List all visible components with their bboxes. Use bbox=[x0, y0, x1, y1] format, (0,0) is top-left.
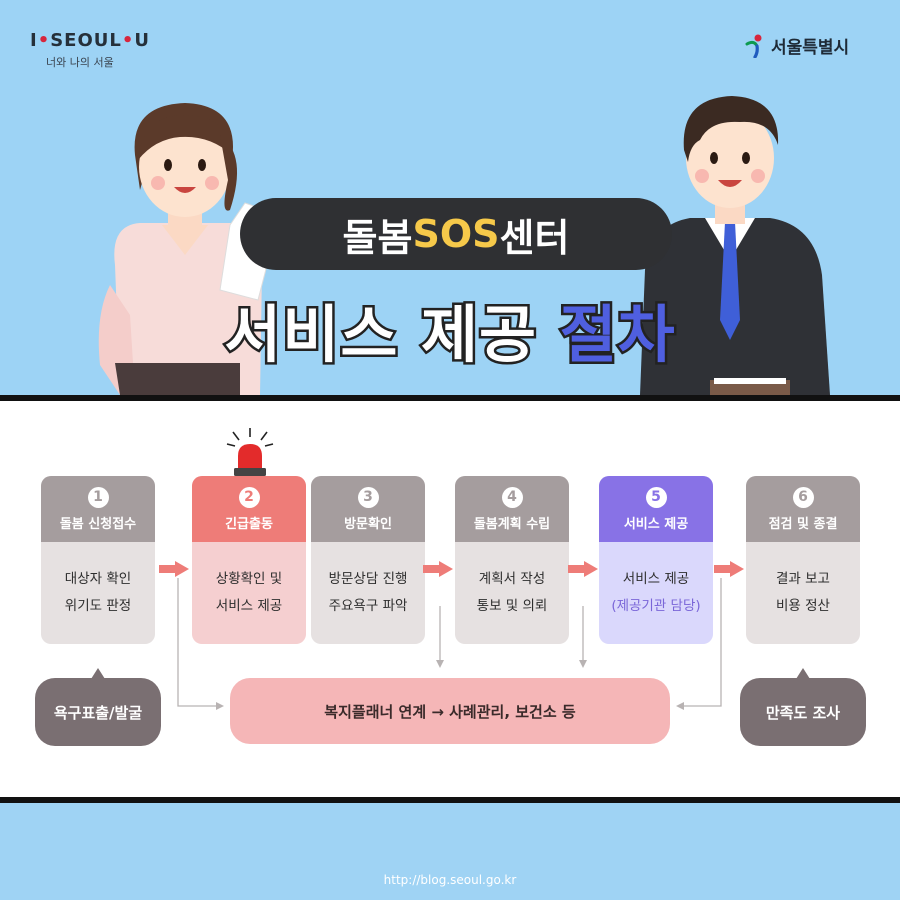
step-title: 돌봄계획 수립 bbox=[473, 516, 551, 532]
step-number: 3 bbox=[357, 486, 379, 508]
step-card-5: 5 서비스 제공 서비스 제공 (제공기관 담당) bbox=[599, 476, 713, 644]
arrow-right-icon bbox=[423, 561, 453, 577]
i-seoul-u-logo: I•SEOUL•U 너와 나의 서울 bbox=[30, 30, 150, 70]
header-banner: I•SEOUL•U 너와 나의 서울 서울특별시 bbox=[0, 0, 900, 395]
step-number: 1 bbox=[87, 486, 109, 508]
step-line-1: 결과 보고 bbox=[776, 571, 830, 587]
need-discovery-text: 욕구표출/발굴 bbox=[53, 703, 143, 722]
step-title: 돌봄 신청접수 bbox=[59, 516, 137, 532]
step-line-1: 서비스 제공 bbox=[622, 571, 690, 587]
top-divider bbox=[0, 395, 900, 401]
step-line-2: (제공기관 담당) bbox=[611, 598, 701, 614]
siren-icon bbox=[226, 428, 274, 476]
step-title: 방문확인 bbox=[344, 516, 392, 532]
step-line-1: 계획서 작성 bbox=[478, 571, 546, 587]
step-title: 긴급출동 bbox=[225, 516, 273, 532]
step-line-2: 비용 정산 bbox=[776, 598, 830, 614]
footer-band bbox=[0, 803, 900, 900]
main-title-procedure: 절차 bbox=[557, 296, 677, 374]
need-discovery-bubble: 욕구표출/발굴 bbox=[35, 668, 161, 746]
title-sos: SOS bbox=[412, 212, 500, 256]
step-line-2: 위기도 판정 bbox=[64, 598, 132, 614]
step-number: 2 bbox=[238, 486, 260, 508]
bottom-divider bbox=[0, 797, 900, 803]
step-line-1: 방문상담 진행 bbox=[328, 571, 408, 587]
seoul-city-text: 서울특별시 bbox=[771, 38, 850, 58]
man-illustration bbox=[640, 96, 830, 395]
arrow-right-icon bbox=[714, 561, 744, 577]
step-line-1: 대상자 확인 bbox=[64, 571, 132, 587]
step-title: 점검 및 종결 bbox=[768, 516, 838, 532]
logo-subtitle: 너와 나의 서울 bbox=[46, 56, 114, 69]
step-line-2: 서비스 제공 bbox=[215, 598, 283, 614]
step-line-2: 주요욕구 파악 bbox=[328, 598, 408, 614]
step-number: 6 bbox=[792, 486, 814, 508]
satisfaction-survey-text: 만족도 조사 bbox=[765, 703, 841, 722]
title-center: 센터 bbox=[499, 215, 570, 260]
step-title: 서비스 제공 bbox=[623, 516, 689, 532]
main-title-service: 서비스 제공 bbox=[222, 296, 560, 374]
step-number: 5 bbox=[645, 486, 667, 508]
arrow-right-icon bbox=[159, 561, 189, 577]
blog-url-link[interactable]: http://blog.seoul.go.kr bbox=[383, 873, 517, 887]
main-title: 서비스 제공 절차 bbox=[0, 284, 900, 374]
seoul-city-logo: 서울특별시 bbox=[745, 33, 849, 58]
title-dolbom: 돌봄 bbox=[342, 215, 413, 260]
welfare-planner-box: 복지플래너 연계 → 사례관리, 보건소 등 bbox=[230, 678, 670, 744]
satisfaction-survey-bubble: 만족도 조사 bbox=[740, 668, 866, 746]
seoul-city-emblem-icon bbox=[745, 34, 762, 58]
arrow-right-icon bbox=[568, 561, 598, 577]
step-line-1: 상황확인 및 bbox=[215, 571, 283, 587]
step-number: 4 bbox=[501, 486, 523, 508]
i-seoul-u-brand: I•SEOUL•U bbox=[30, 30, 151, 51]
step-line-2: 통보 및 의뢰 bbox=[476, 598, 548, 614]
